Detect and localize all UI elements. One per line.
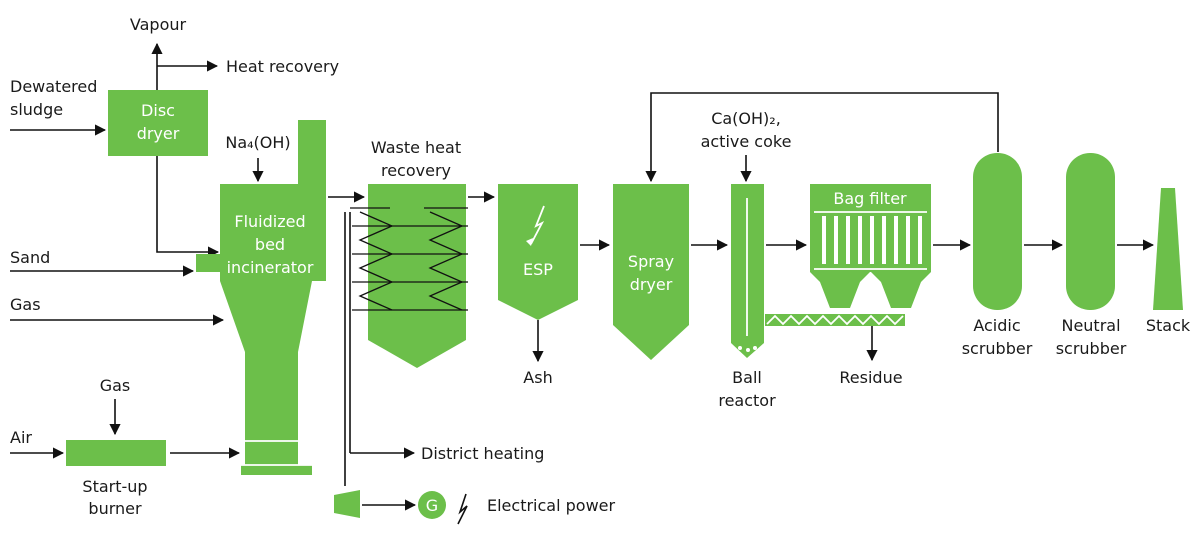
caoh-label-line2: active coke: [701, 132, 792, 151]
generator: [418, 491, 446, 519]
residue-label: Residue: [839, 368, 902, 387]
waste-heat-recovery-boiler: [350, 184, 468, 368]
sand-inlet-port: [196, 254, 222, 272]
neutral-scrubber: [1066, 153, 1115, 310]
esp: ESP: [498, 184, 578, 320]
recirculation-arrow: [645, 92, 999, 183]
bag-filter: Bag filter: [810, 184, 931, 308]
naoh-label: Na₄(OH): [225, 133, 290, 152]
bag-filter-label: Bag filter: [833, 189, 907, 208]
disc-dryer-label-line1: Disc: [141, 101, 175, 120]
stack-label: Stack: [1146, 316, 1191, 335]
dewatered-sludge-label-line1: Dewatered: [10, 77, 97, 96]
spray-dryer-label-line2: dryer: [630, 275, 673, 294]
stack: [1153, 188, 1183, 310]
waste-heat-label-line1: Waste heat: [371, 138, 461, 157]
spray-dryer: Spray dryer: [613, 184, 689, 360]
ball-reactor-label-line2: reactor: [718, 391, 776, 410]
incinerator-label-line1: Fluidized: [234, 212, 305, 231]
district-heating-label: District heating: [421, 444, 544, 463]
disc-dryer-label-line2: dryer: [137, 124, 180, 143]
acidic-scrubber-label-line1: Acidic: [973, 316, 1020, 335]
acidic-scrubber: [973, 153, 1022, 310]
esp-label: ESP: [523, 260, 553, 279]
screw-conveyor: [765, 314, 905, 326]
gas-main-label: Gas: [10, 295, 41, 314]
waste-heat-label-line2: recovery: [381, 161, 451, 180]
heat-recovery-label: Heat recovery: [226, 57, 339, 76]
electrical-power-label: Electrical power: [487, 496, 616, 515]
ball-reactor: [731, 184, 764, 358]
startup-burner: [66, 440, 166, 466]
generator-label: G: [426, 496, 438, 515]
air-label: Air: [10, 428, 32, 447]
vapour-label: Vapour: [130, 15, 187, 34]
ball-reactor-label-line1: Ball: [732, 368, 762, 387]
dewatered-sludge-label-line2: sludge: [10, 100, 63, 119]
fluidized-bed-incinerator: Fluidized bed incinerator: [196, 120, 326, 475]
gas-burner-label: Gas: [100, 376, 131, 395]
incinerator-label-line3: incinerator: [227, 258, 314, 277]
acidic-scrubber-label-line2: scrubber: [962, 339, 1033, 358]
spray-dryer-label-line1: Spray: [628, 252, 674, 271]
ash-label: Ash: [523, 368, 552, 387]
steam-turbine: [334, 490, 360, 518]
startup-burner-label-line2: burner: [88, 499, 142, 518]
neutral-scrubber-label-line1: Neutral: [1061, 316, 1120, 335]
lightning-icon: [457, 493, 468, 525]
sand-label: Sand: [10, 248, 50, 267]
dried-sludge-arrow: [156, 156, 220, 258]
neutral-scrubber-label-line2: scrubber: [1056, 339, 1127, 358]
incinerator-label-line2: bed: [255, 235, 285, 254]
caoh-label-line1: Ca(OH)₂,: [711, 109, 781, 128]
disc-dryer: Disc dryer: [108, 90, 208, 156]
startup-burner-label-line1: Start-up: [82, 477, 147, 496]
